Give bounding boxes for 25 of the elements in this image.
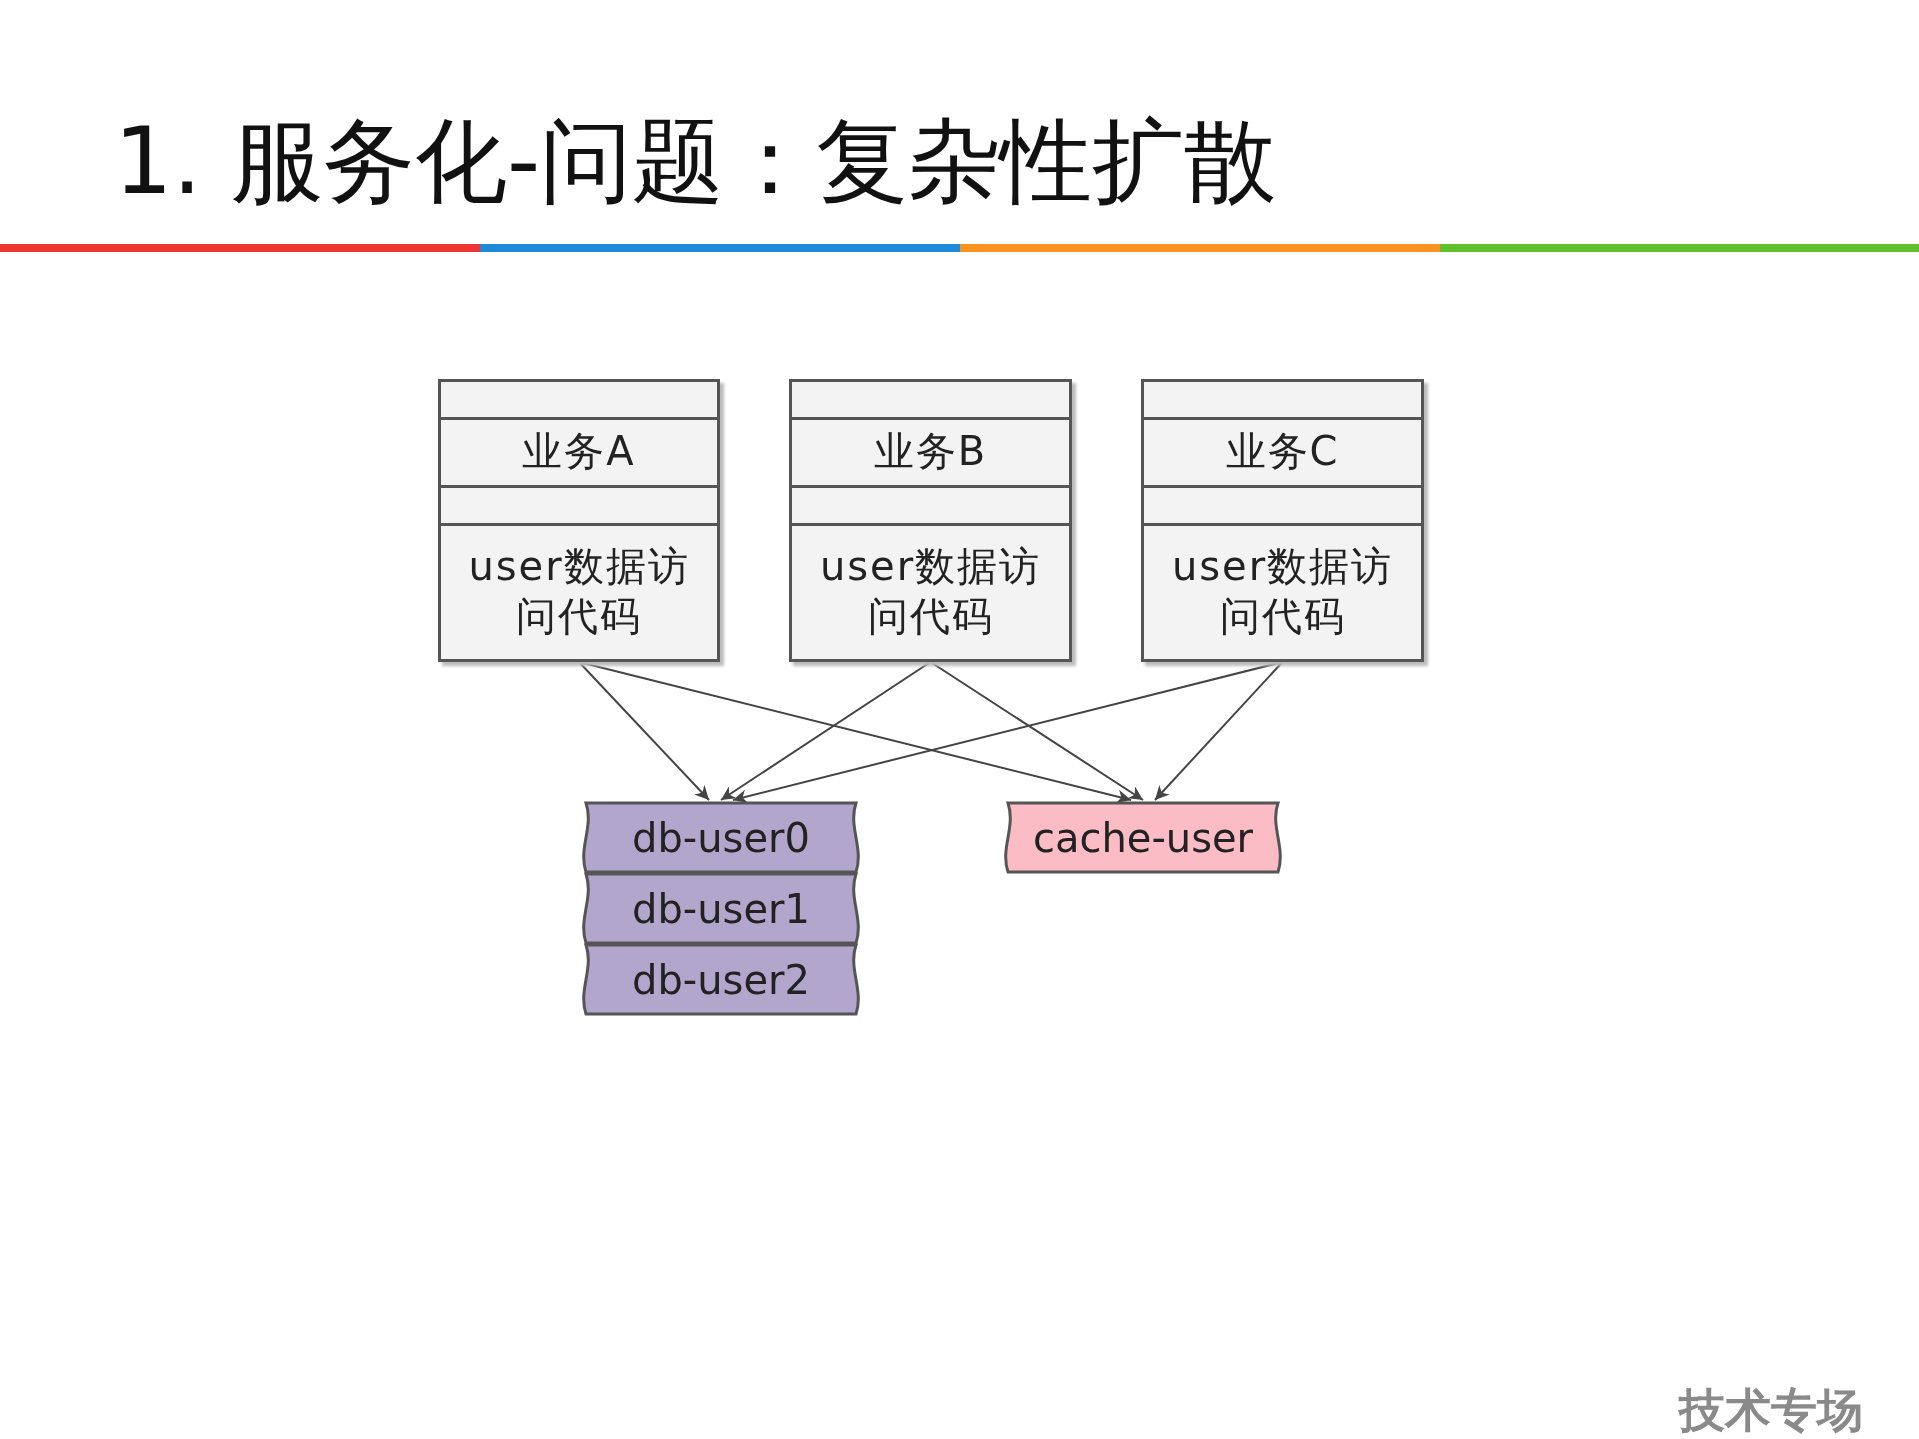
database-shard [580, 802, 862, 873]
arrow [578, 661, 710, 801]
database-shard [580, 873, 862, 944]
arrow [720, 661, 932, 801]
slide-title: 1. 服务化-问题：复杂性扩散 [114, 107, 1277, 217]
body-compartment: user数据访问代码 [818, 542, 1043, 641]
shard-label: db-user0 [632, 814, 810, 861]
arrow [1154, 661, 1284, 801]
shard-label: cache-user [1032, 814, 1254, 861]
class-box [1141, 379, 1424, 662]
title-compartment: 业务C [1144, 417, 1421, 488]
body-compartment: user数据访问代码 [467, 542, 691, 641]
arrow [578, 661, 1132, 804]
arrow [929, 661, 1144, 801]
body-compartment: user数据访问代码 [1170, 542, 1395, 641]
arrow [732, 661, 1284, 804]
class-box [789, 379, 1072, 662]
title-compartment: 业务A [441, 417, 717, 488]
cache-banner [1002, 802, 1284, 873]
database-shard [580, 944, 862, 1015]
class-box [438, 379, 720, 662]
shard-label: db-user1 [632, 885, 810, 932]
title-compartment: 业务B [792, 417, 1069, 488]
footer-text: 技术专场 [1679, 1382, 1863, 1439]
shard-label: db-user2 [632, 956, 810, 1003]
